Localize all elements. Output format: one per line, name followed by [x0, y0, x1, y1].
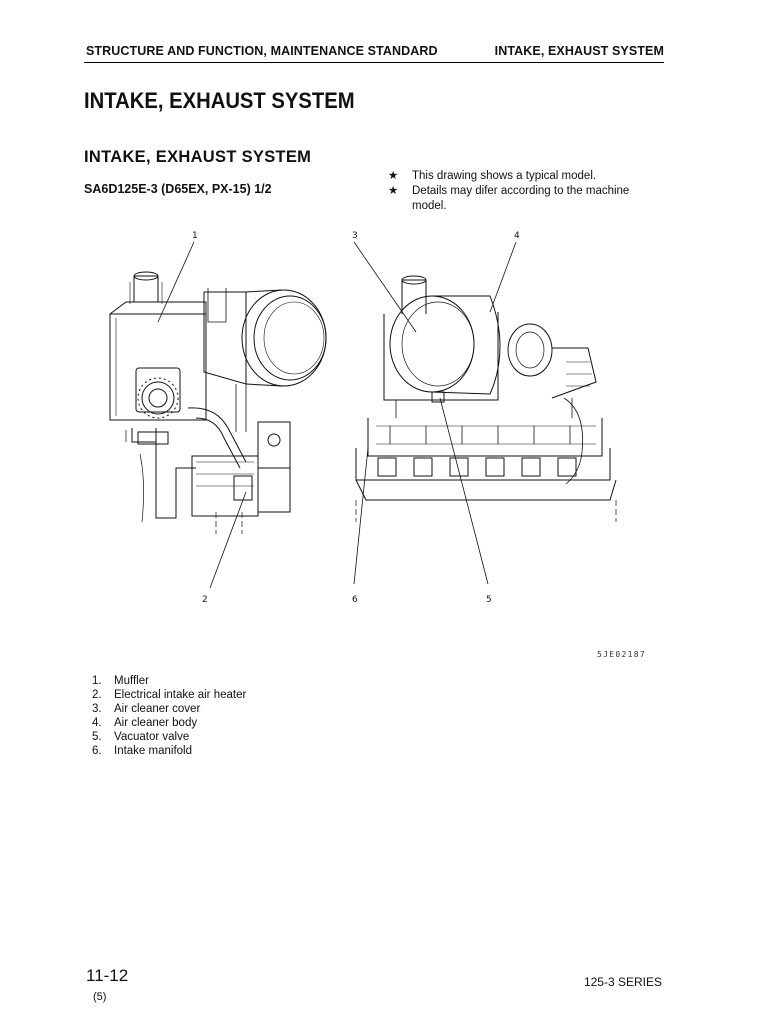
callout-1: 1 [192, 231, 198, 241]
note-item: ★ Details may difer according to the mac… [388, 184, 658, 214]
list-item: 6.Intake manifold [92, 745, 192, 757]
list-item: 2.Electrical intake air heater [92, 689, 247, 701]
callout-5: 5 [486, 595, 492, 605]
header-rule [84, 62, 664, 63]
engine-intake-exhaust-drawing: 1 2 3 4 5 6 [109, 231, 617, 605]
parts-legend: 1.Muffler 2.Electrical intake air heater… [92, 674, 246, 758]
callout-6: 6 [352, 595, 358, 605]
section-title: INTAKE, EXHAUST SYSTEM [84, 148, 312, 166]
right-view [355, 275, 617, 522]
list-item: 5.Vacuator valve [92, 731, 190, 743]
page-title: INTAKE, EXHAUST SYSTEM [84, 88, 355, 113]
note-item: ★ This drawing shows a typical model. [388, 169, 658, 184]
callout-3: 3 [352, 231, 358, 241]
model-designation: SA6D125E-3 (D65EX, PX-15) 1/2 [84, 182, 272, 196]
note-text: Details may difer according to the machi… [412, 185, 630, 212]
list-item: 1.Muffler [92, 675, 149, 687]
running-header-left: STRUCTURE AND FUNCTION, MAINTENANCE STAN… [86, 44, 438, 58]
star-icon: ★ [388, 185, 399, 197]
list-item: 3.Air cleaner cover [92, 703, 201, 715]
running-header-right: INTAKE, EXHAUST SYSTEM [494, 44, 664, 58]
callout-4: 4 [514, 231, 520, 241]
page-revision: (5) [93, 991, 107, 1003]
list-item: 4.Air cleaner body [92, 717, 198, 729]
callout-2: 2 [202, 595, 208, 605]
left-view [109, 271, 327, 534]
note-text: This drawing shows a typical model. [412, 170, 597, 182]
series-label: 125-3 SERIES [583, 975, 662, 989]
notes: ★ This drawing shows a typical model. ★ … [388, 169, 658, 214]
leader-lines [157, 241, 517, 589]
star-icon: ★ [388, 170, 399, 182]
page-number: 11-12 [86, 966, 129, 985]
figure-code: 5JE02187 [597, 650, 646, 659]
